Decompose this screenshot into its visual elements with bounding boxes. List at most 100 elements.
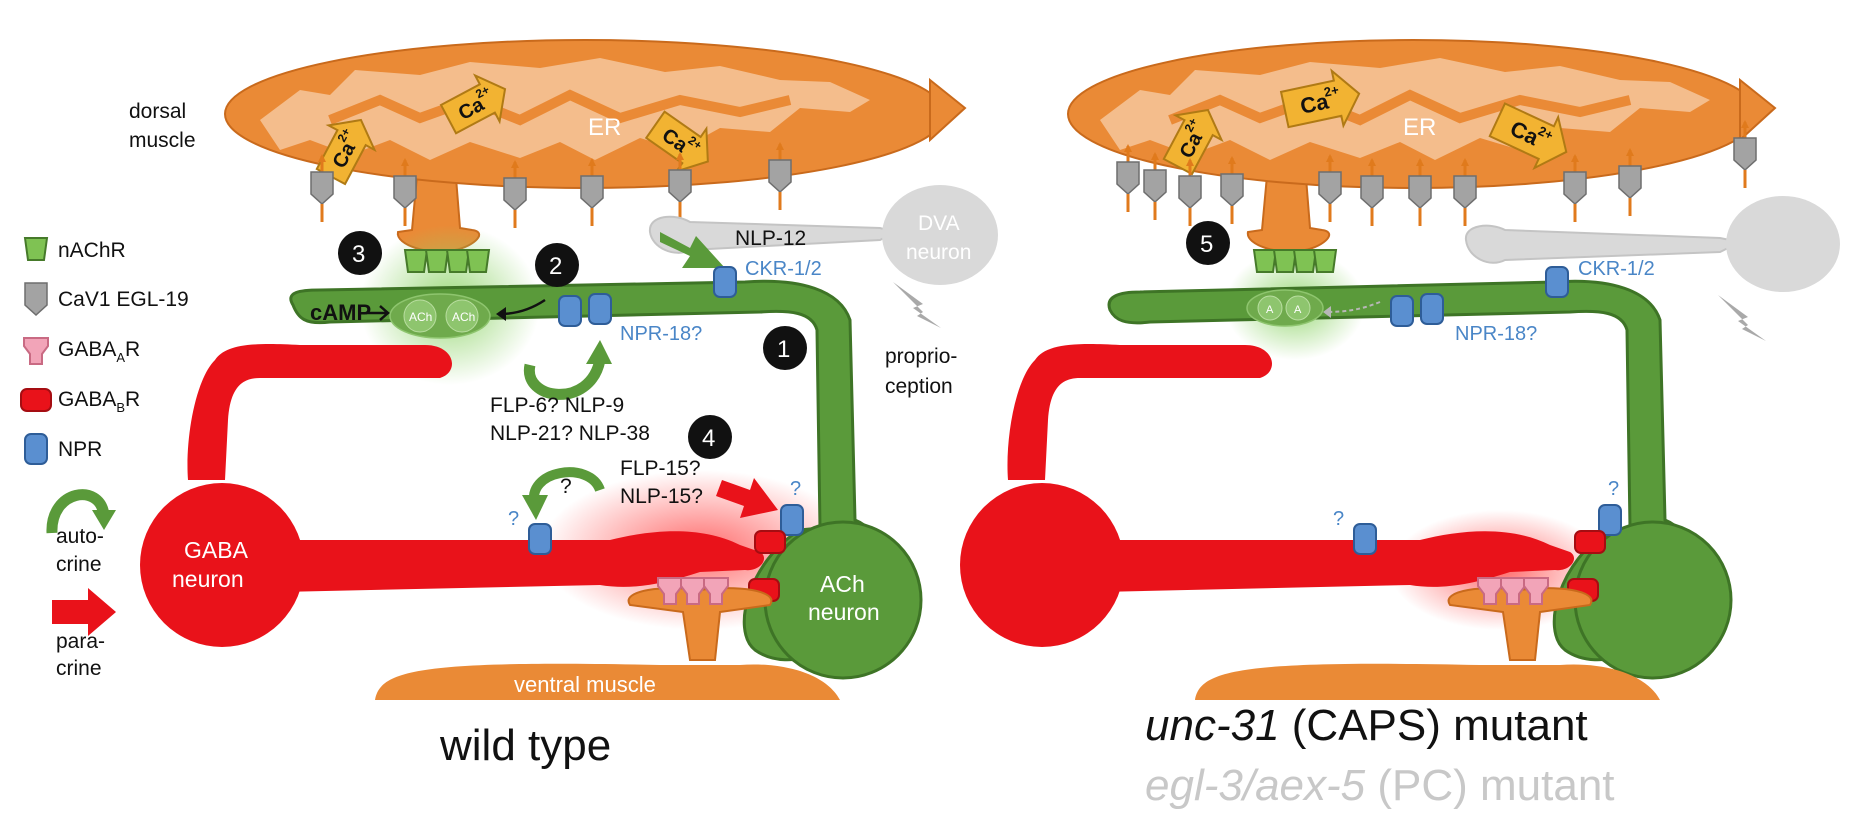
nachr-receptor <box>404 249 428 273</box>
npr-receptor <box>1420 293 1444 325</box>
wild-type-panel: dorsal muscle ER Ca 2+ Ca 2+ Ca 2+ <box>129 39 998 770</box>
peptides-label-line1: FLP-6? NLP-9 <box>490 394 624 417</box>
gaba-neuron-mutant <box>960 343 1575 647</box>
unknown-receptor-question: ? <box>790 478 801 500</box>
legend-nachr-label: nAChR <box>58 239 126 262</box>
legend-gaba-a-label: GABAAR <box>58 338 140 365</box>
paracrine-arrow-icon <box>52 588 116 636</box>
npr-receptor <box>1353 523 1377 555</box>
ckr-label: CKR-1/2 <box>745 258 822 280</box>
ckr-receptor <box>713 266 737 298</box>
unknown-receptor-question: ? <box>1333 508 1344 530</box>
npr-receptor <box>1598 504 1622 536</box>
ca-charge: 2+ <box>1323 82 1341 100</box>
dva-neuron-mutant <box>1464 196 1840 292</box>
step-badge-4: 4 <box>688 415 732 459</box>
autocrine-arrow-icon <box>46 489 116 534</box>
vesicle-label: A <box>1266 304 1274 316</box>
ckr-label-mutant: CKR-1/2 <box>1578 258 1655 280</box>
vesicle-label: A <box>1294 304 1302 316</box>
ventral-muscle: ventral muscle <box>375 587 840 700</box>
gaba-autocrine-loop-arrow <box>522 467 605 520</box>
svg-text:1: 1 <box>777 336 790 363</box>
calcium-release-arrow-2: Ca 2+ <box>439 73 507 135</box>
nachr-receptor <box>1293 249 1317 273</box>
gaba-a-receptor-legend-icon <box>23 337 49 365</box>
npr-receptor <box>588 293 612 325</box>
npr-receptor <box>528 523 552 555</box>
gaba-b-receptor-legend-icon <box>20 388 52 412</box>
gaba-neuron: GABA neuron <box>140 343 765 647</box>
autocrine-loop-arrow <box>523 340 612 400</box>
endoplasmic-reticulum <box>260 58 870 160</box>
calcium-release-arrow-mutant-2: Ca 2+ <box>1279 68 1361 129</box>
nachr-receptor <box>1253 249 1277 273</box>
calcium-release-arrow-1: Ca 2+ <box>315 118 377 186</box>
ventral-muscle-label: ventral muscle <box>514 672 656 697</box>
step-badge-1: 1 <box>763 326 807 370</box>
ca-charge: 2+ <box>1536 123 1556 143</box>
mutant-panel: ER Ca 2+ Ca 2+ Ca 2+ <box>960 39 1840 810</box>
nachr-receptor <box>446 249 470 273</box>
peptides-label-line2: NLP-21? NLP-38 <box>490 422 650 445</box>
er-label: ER <box>588 114 621 141</box>
proprioception-icon <box>893 282 941 328</box>
gaba-loop-question: ? <box>560 475 572 498</box>
nachr-legend-icon <box>24 237 48 261</box>
wild-type-caption: wild type <box>439 721 611 770</box>
npr-receptor <box>780 504 804 536</box>
ca-charge: 2+ <box>473 83 492 102</box>
ach-vesicles-mutant: A A <box>1246 289 1324 327</box>
legend-cav1-label: CaV1 EGL-19 <box>58 288 189 311</box>
vesicle-label: ACh <box>409 310 432 324</box>
camp-label: cAMP <box>310 300 371 325</box>
dva-neuron: DVA neuron <box>648 185 998 285</box>
endoplasmic-reticulum-mutant <box>1100 58 1710 160</box>
svg-text:4: 4 <box>702 425 715 452</box>
step-badge-5: 5 <box>1186 221 1230 265</box>
ca-charge: 2+ <box>335 126 354 145</box>
unknown-receptor-question: ? <box>1608 478 1619 500</box>
nachr-receptor <box>1313 249 1337 273</box>
npr18-label: NPR-18? <box>620 323 702 345</box>
unc31-mutant-caption: unc-31 (CAPS) mutant <box>1145 701 1588 750</box>
legend-autocrine-line2: crine <box>56 553 102 576</box>
cav1-legend-icon <box>24 282 48 317</box>
dorsal-muscle-mutant: ER <box>1067 39 1777 253</box>
npr-receptor <box>558 295 582 327</box>
ach-neuron-label-line1: ACh <box>820 571 865 597</box>
calcium-release-arrow-mutant-1: Ca 2+ <box>1162 108 1224 176</box>
ach-neuron: ACh neuron <box>289 279 923 680</box>
legend-paracrine-line1: para- <box>56 630 105 653</box>
vesicle-label: ACh <box>452 310 475 324</box>
legend-gaba-b-label: GABABR <box>58 388 140 415</box>
nlp12-label: NLP-12 <box>735 227 806 250</box>
ca-charge: 2+ <box>1182 116 1201 135</box>
nlp12-paracrine-arrow <box>660 232 725 268</box>
ach-vesicles: ACh ACh <box>389 293 491 339</box>
svg-text:2: 2 <box>549 253 562 280</box>
dva-label-line2: neuron <box>906 241 971 264</box>
dva-label-line1: DVA <box>918 212 960 235</box>
svg-text:3: 3 <box>352 241 365 268</box>
legend-paracrine-line2: crine <box>56 657 102 680</box>
ca-label: Ca <box>1298 88 1331 118</box>
egl3-aex5-mutant-caption: egl-3/aex-5 (PC) mutant <box>1145 761 1615 810</box>
nachr-receptor <box>1273 249 1297 273</box>
gaba-b-receptor <box>754 530 786 554</box>
legend-npr-label: NPR <box>58 438 102 461</box>
npr-receptor <box>1390 295 1414 327</box>
npr-legend-icon <box>24 433 48 465</box>
unknown-receptor-question: ? <box>508 508 519 530</box>
proprioception-label-line1: proprio- <box>885 345 957 368</box>
legend: nAChR CaV1 EGL-19 GABAAR GABABR NPR auto… <box>20 237 189 680</box>
ca-charge: 2+ <box>685 133 704 152</box>
nlp15-label: NLP-15? <box>620 485 703 508</box>
nachr-receptor <box>425 249 449 273</box>
ckr-receptor <box>1545 266 1569 298</box>
ventral-muscle-mutant <box>1195 587 1660 700</box>
flp15-label: FLP-15? <box>620 457 701 480</box>
npr18-label-mutant: NPR-18? <box>1455 323 1537 345</box>
er-label-mutant: ER <box>1403 114 1436 141</box>
